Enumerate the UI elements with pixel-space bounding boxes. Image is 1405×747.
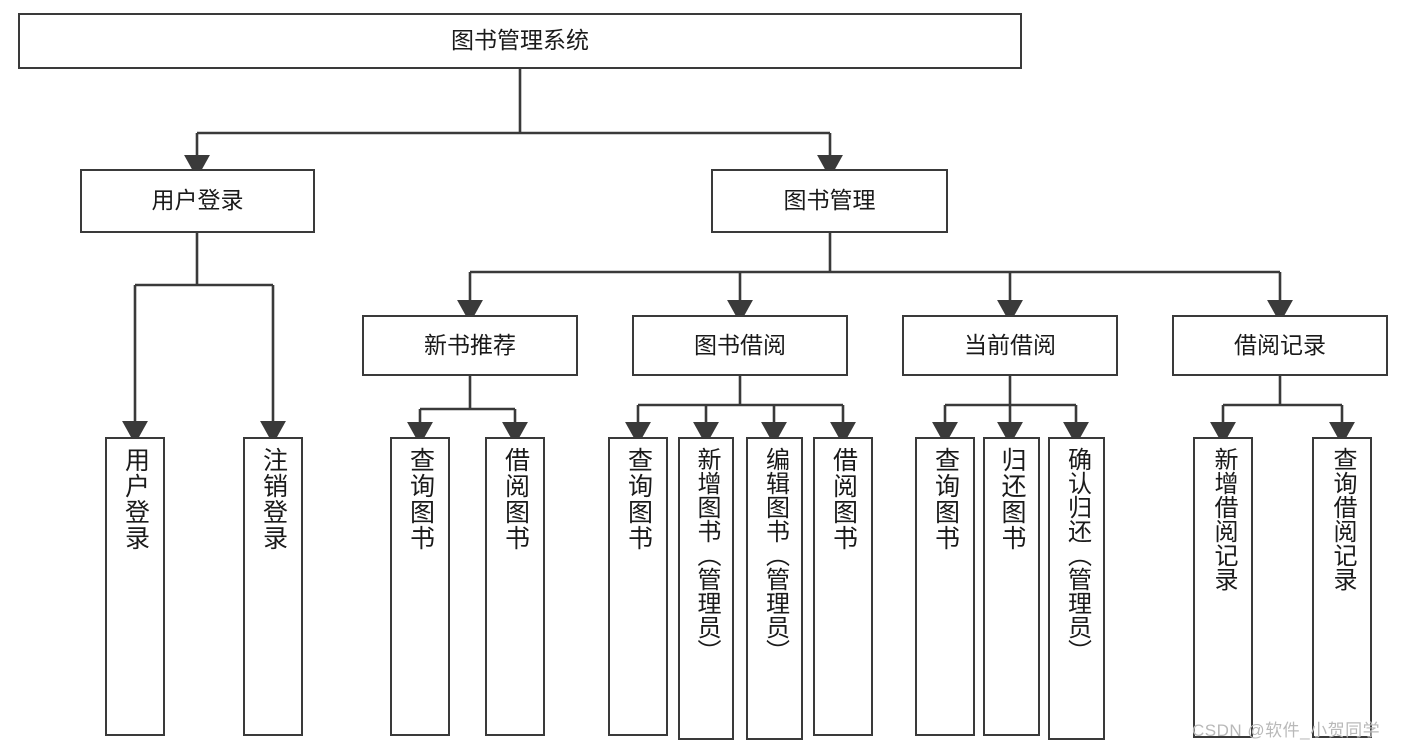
node-current-borrow[interactable]: 当前借阅	[902, 315, 1118, 376]
leaf-borrow-book[interactable]: 借阅图书	[813, 437, 873, 736]
leaf-add-borrow-record[interactable]: 新增借阅记录	[1193, 437, 1253, 738]
node-label: 编辑图书（管理员）	[761, 447, 789, 663]
node-label: 用户登录	[121, 447, 150, 551]
node-label: 查询图书	[406, 447, 435, 551]
node-label: 借阅记录	[1234, 331, 1326, 358]
node-label: 查询图书	[624, 447, 653, 551]
node-label: 确认归还（管理员）	[1063, 447, 1091, 663]
node-label: 新增图书（管理员）	[693, 447, 720, 663]
node-label: 借阅图书	[501, 447, 530, 551]
node-label: 查询借阅记录	[1329, 447, 1356, 591]
node-user-login[interactable]: 用户登录	[80, 169, 315, 233]
node-label: 图书管理系统	[451, 27, 589, 54]
leaf-user-logout[interactable]: 注销登录	[243, 437, 303, 736]
node-label: 注销登录	[259, 447, 288, 551]
node-label: 新书推荐	[424, 331, 516, 358]
node-book-borrow[interactable]: 图书借阅	[632, 315, 848, 376]
node-label: 图书借阅	[694, 331, 786, 358]
node-root-system[interactable]: 图书管理系统	[18, 13, 1022, 69]
node-label: 查询图书	[931, 447, 960, 551]
leaf-return-book[interactable]: 归还图书	[983, 437, 1040, 736]
leaf-query-borrow-record[interactable]: 查询借阅记录	[1312, 437, 1372, 738]
leaf-confirm-return-admin[interactable]: 确认归还（管理员）	[1048, 437, 1105, 740]
leaf-query-book-recommend[interactable]: 查询图书	[390, 437, 450, 736]
leaf-edit-book-admin[interactable]: 编辑图书（管理员）	[746, 437, 803, 740]
node-label: 归还图书	[998, 447, 1026, 551]
leaf-user-login[interactable]: 用户登录	[105, 437, 165, 736]
csdn-watermark: CSDN @软件_小贺同学	[1192, 721, 1381, 740]
leaf-borrow-book-recommend[interactable]: 借阅图书	[485, 437, 545, 736]
node-new-book-recommend[interactable]: 新书推荐	[362, 315, 578, 376]
node-label: 图书管理	[783, 187, 876, 214]
leaf-add-book-admin[interactable]: 新增图书（管理员）	[678, 437, 734, 740]
node-label: 用户登录	[151, 187, 244, 214]
node-label: 新增借阅记录	[1210, 447, 1237, 591]
leaf-query-book-borrow[interactable]: 查询图书	[608, 437, 668, 736]
node-borrow-record[interactable]: 借阅记录	[1172, 315, 1388, 376]
node-book-management[interactable]: 图书管理	[711, 169, 948, 233]
leaf-query-book-current[interactable]: 查询图书	[915, 437, 975, 736]
node-label: 当前借阅	[964, 331, 1056, 358]
node-label: 借阅图书	[829, 447, 858, 551]
